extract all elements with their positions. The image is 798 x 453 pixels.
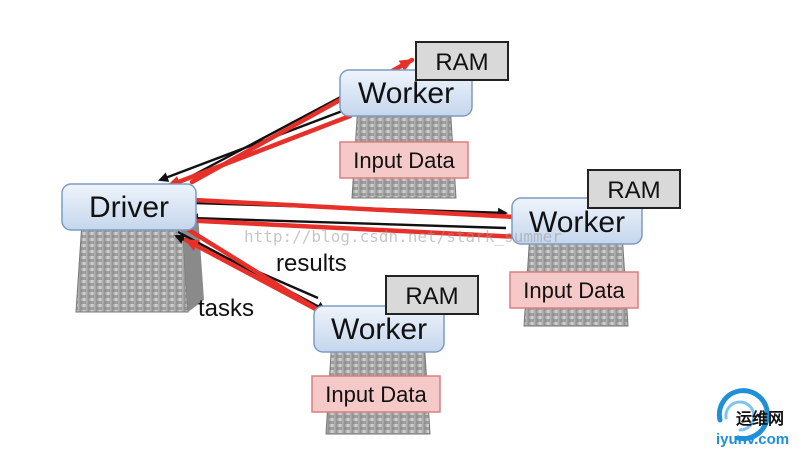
tasks-label: tasks [198, 295, 254, 322]
logo-domain: iyunv.com [716, 431, 789, 448]
worker-2-input-box [509, 271, 639, 309]
results-label: results [276, 250, 347, 277]
worker-3-ram-label: RAM [405, 283, 458, 310]
red-arrow-worker-3-to-driver [183, 237, 343, 325]
driver-label: Driver [89, 191, 169, 224]
iyunv-logo: 运维网 iyunv.com [716, 388, 789, 448]
red-arrow-worker-2-to-driver [177, 214, 543, 241]
worker-node-2: Worker RAM Input Data [509, 169, 681, 309]
worker-3-box [313, 305, 445, 353]
worker-2-ram-label: RAM [607, 177, 660, 204]
worker-1-ram-label: RAM [435, 49, 488, 76]
worker-node-3: Worker RAM Input Data [311, 275, 479, 413]
worker-1-label: Worker [358, 77, 454, 110]
worker-3-ram-box [385, 275, 479, 315]
red-arrow-to-worker-2 [191, 197, 537, 224]
worker-3-input-box [311, 375, 441, 413]
worker-1-ram-box [415, 41, 509, 81]
logo-swirl-icon [716, 388, 770, 442]
arrow-worker-2-to-driver [188, 213, 507, 230]
worker-2-box [511, 197, 643, 245]
worker-2-ram-box [587, 169, 681, 209]
worker-1-box [339, 69, 473, 117]
worker-1-input-box [339, 141, 469, 179]
arrow-worker-1-to-driver [158, 108, 346, 182]
logo-brand-cn: 运维网 [736, 409, 784, 428]
worker-3-input-label: Input Data [325, 382, 427, 407]
worker-node-1: Worker RAM Input Data [339, 41, 509, 179]
arrow-driver-to-worker-1 [187, 90, 352, 180]
worker-2-input-label: Input Data [523, 278, 625, 303]
watermark-text: http://blog.csdn.net/stark_summer [244, 227, 562, 246]
worker-3-label: Worker [331, 313, 427, 346]
driver-node: Driver [61, 183, 197, 231]
red-arrow-worker-1-to-driver [165, 113, 353, 189]
worker-1-input-label: Input Data [353, 148, 455, 173]
worker-2-label: Worker [529, 206, 625, 239]
driver-box [61, 183, 197, 231]
